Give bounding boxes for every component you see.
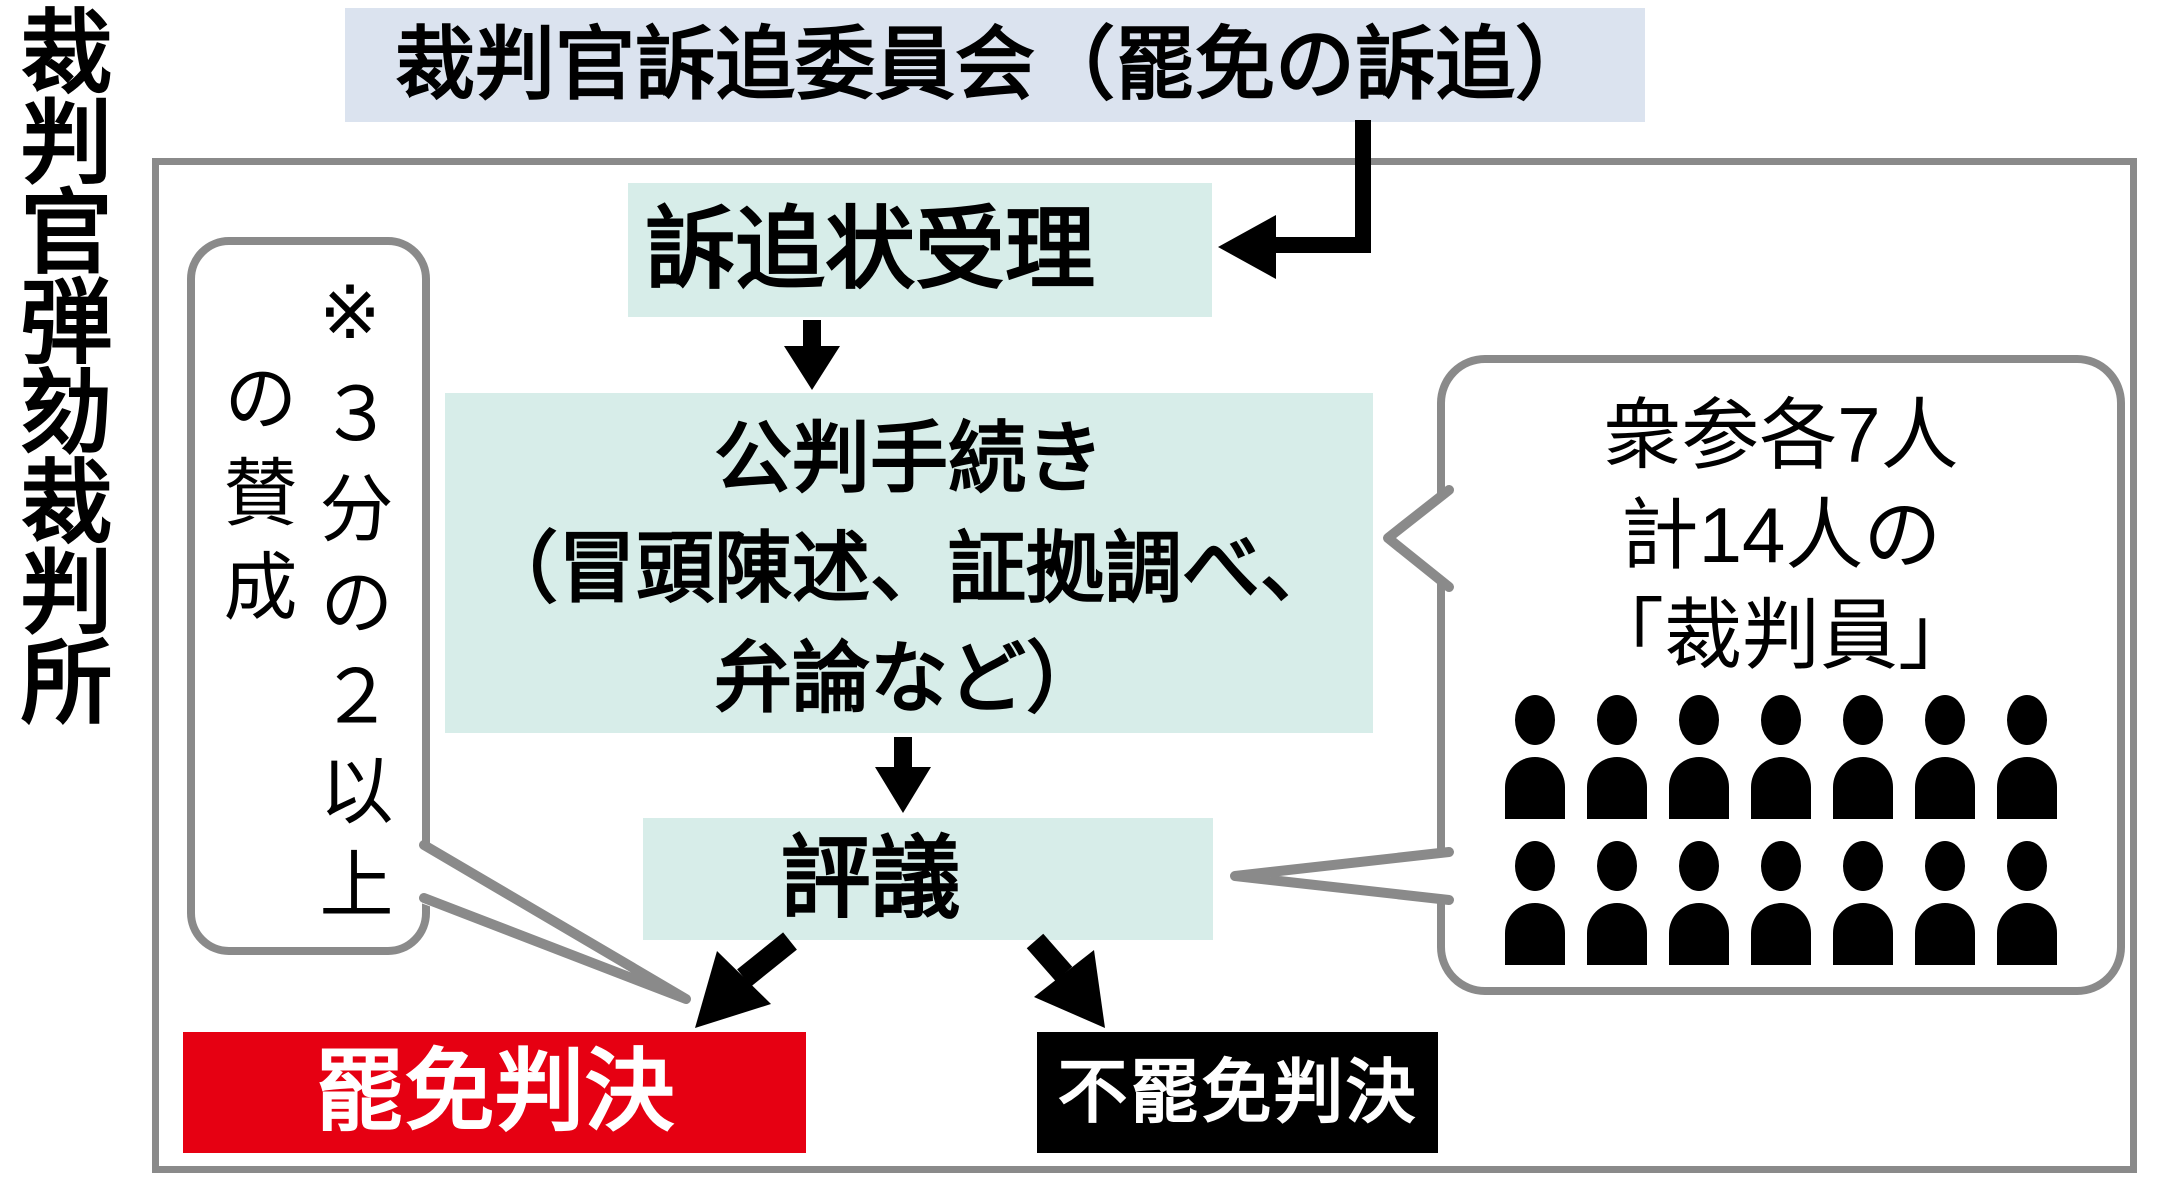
court-outer-frame bbox=[152, 158, 2137, 1173]
person-icon bbox=[1751, 841, 1811, 965]
outcome-non-dismissal-box: 不罷免判決 bbox=[1037, 1032, 1438, 1153]
jury-note-line-1: 衆参各7人 bbox=[1603, 391, 1959, 479]
trial-line-3: 弁論など） bbox=[713, 634, 1104, 722]
jury-note-line-2: 計14人の bbox=[1620, 491, 1942, 579]
person-icon bbox=[1505, 695, 1565, 819]
person-icon bbox=[1997, 695, 2057, 819]
trial-line-1: 公判手続き bbox=[713, 414, 1104, 502]
person-icon bbox=[1833, 695, 1893, 819]
committee-header: 裁判官訴追委員会（罷免の訴追） bbox=[345, 8, 1645, 122]
supermajority-note-column-right: ※３分の２以上 bbox=[309, 270, 392, 940]
jury-icon-grid bbox=[1445, 695, 2117, 987]
person-icon bbox=[1587, 841, 1647, 965]
person-icon bbox=[1915, 695, 1975, 819]
step-trial-box: 公判手続き （冒頭陳述、証拠調べ、 弁論など） bbox=[445, 393, 1373, 733]
outcome-dismissal-box: 罷免判決 bbox=[183, 1032, 806, 1153]
step-deliberation-box: 評議 bbox=[643, 818, 1213, 940]
trial-line-2: （冒頭陳述、証拠調べ、 bbox=[479, 524, 1338, 612]
step-receipt-box: 訴追状受理 bbox=[628, 183, 1212, 317]
jury-icon-row bbox=[1445, 841, 2117, 965]
supermajority-note-column-left: の賛成 bbox=[213, 360, 296, 642]
diagram-side-title: 裁判官弾劾裁判所 bbox=[7, 4, 109, 724]
jury-note-line-3: 「裁判員」 bbox=[1585, 591, 1976, 679]
jury-note-text: 衆参各7人 計14人の 「裁判員」 bbox=[1445, 385, 2117, 685]
person-icon bbox=[1915, 841, 1975, 965]
person-icon bbox=[1833, 841, 1893, 965]
jury-icon-row bbox=[1445, 695, 2117, 819]
jury-note-bubble: 衆参各7人 計14人の 「裁判員」 bbox=[1437, 355, 2125, 995]
person-icon bbox=[1587, 695, 1647, 819]
person-icon bbox=[1669, 841, 1729, 965]
person-icon bbox=[1669, 695, 1729, 819]
person-icon bbox=[1997, 841, 2057, 965]
person-icon bbox=[1505, 841, 1565, 965]
supermajority-note-bubble: ※３分の２以上 の賛成 bbox=[187, 237, 430, 955]
person-icon bbox=[1751, 695, 1811, 819]
